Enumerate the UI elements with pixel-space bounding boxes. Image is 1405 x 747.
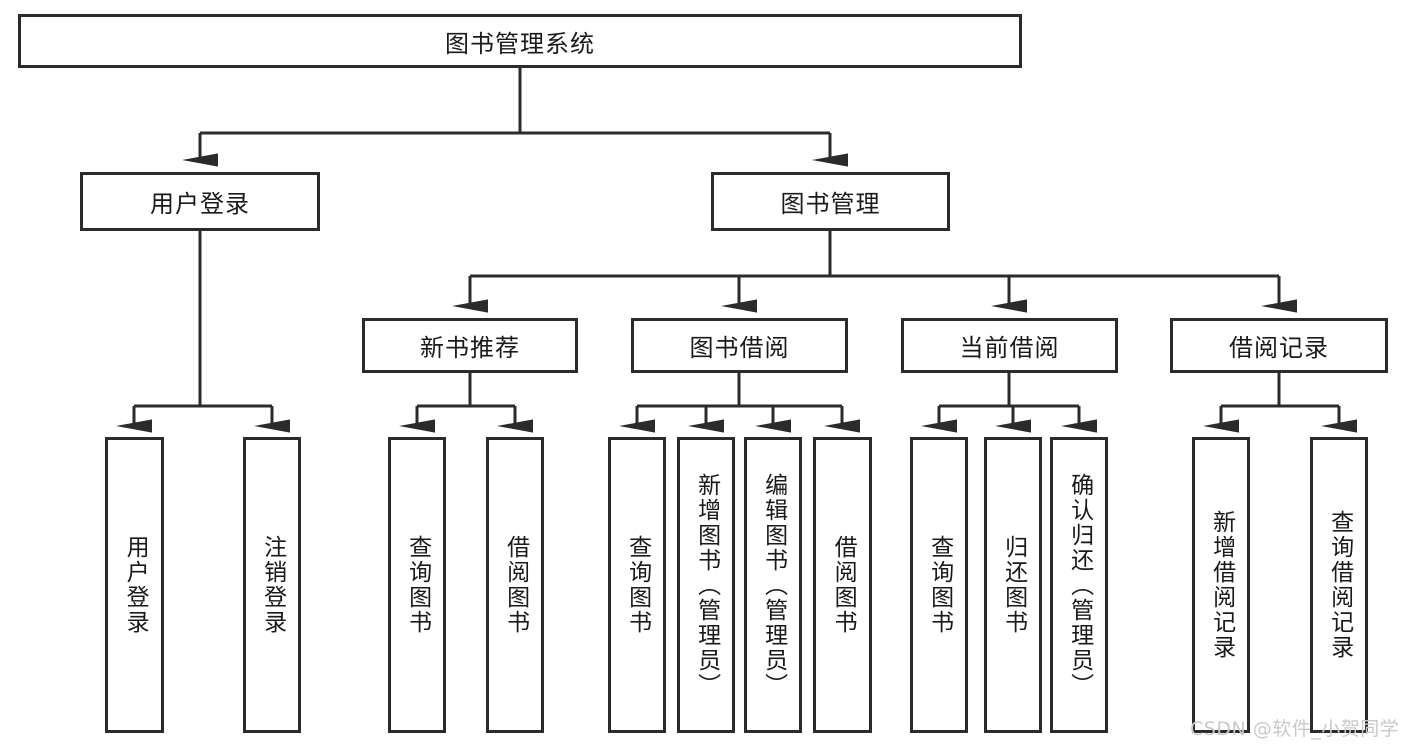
leaf-edit-book-admin[interactable]: 编辑图书（管理员） xyxy=(744,437,802,733)
leaf-query-book-recommendation-label: 查询图书 xyxy=(404,535,431,635)
leaf-confirm-return-admin[interactable]: 确认归还（管理员） xyxy=(1050,437,1108,733)
leaf-add-borrow-record-label: 新增借阅记录 xyxy=(1208,510,1235,660)
leaf-query-book-recommendation[interactable]: 查询图书 xyxy=(388,437,446,733)
node-book-borrow[interactable]: 图书借阅 xyxy=(631,318,848,373)
node-user-login-label: 用户登录 xyxy=(150,190,250,218)
node-book-management-label: 图书管理 xyxy=(780,190,881,218)
leaf-logout-label: 注销登录 xyxy=(259,535,286,635)
leaf-query-book-current-label: 查询图书 xyxy=(926,535,953,635)
leaf-query-borrow-record[interactable]: 查询借阅记录 xyxy=(1310,437,1368,733)
leaf-query-book-borrow[interactable]: 查询图书 xyxy=(608,437,666,733)
leaf-query-borrow-record-label: 查询借阅记录 xyxy=(1326,510,1353,660)
node-borrow-record[interactable]: 借阅记录 xyxy=(1170,318,1388,373)
leaf-return-book-label: 归还图书 xyxy=(1000,535,1027,635)
leaf-add-book-admin-label: 新增图书（管理员） xyxy=(693,472,720,698)
leaf-borrow-book-recommendation-label: 借阅图书 xyxy=(502,535,529,635)
node-root[interactable]: 图书管理系统 xyxy=(18,14,1022,68)
node-current-borrow-label: 当前借阅 xyxy=(959,334,1060,362)
leaf-edit-book-admin-label: 编辑图书（管理员） xyxy=(760,472,787,698)
node-new-book-recommendation[interactable]: 新书推荐 xyxy=(362,318,578,373)
node-new-book-recommendation-label: 新书推荐 xyxy=(420,334,520,362)
leaf-confirm-return-admin-label: 确认归还（管理员） xyxy=(1066,472,1093,698)
node-book-borrow-label: 图书借阅 xyxy=(689,334,790,362)
leaf-logout[interactable]: 注销登录 xyxy=(243,437,301,733)
node-user-login[interactable]: 用户登录 xyxy=(80,172,320,231)
leaf-borrow-book[interactable]: 借阅图书 xyxy=(813,437,872,733)
node-book-management[interactable]: 图书管理 xyxy=(711,172,950,231)
leaf-query-book-borrow-label: 查询图书 xyxy=(624,535,651,635)
leaf-borrow-book-label: 借阅图书 xyxy=(830,535,857,635)
leaf-query-book-current[interactable]: 查询图书 xyxy=(910,437,968,733)
leaf-user-login[interactable]: 用户登录 xyxy=(105,437,164,733)
leaf-user-login-label: 用户登录 xyxy=(122,535,149,635)
node-current-borrow[interactable]: 当前借阅 xyxy=(901,318,1118,373)
leaf-return-book[interactable]: 归还图书 xyxy=(984,437,1042,733)
leaf-add-borrow-record[interactable]: 新增借阅记录 xyxy=(1192,437,1250,733)
leaf-borrow-book-recommendation[interactable]: 借阅图书 xyxy=(486,437,544,733)
leaf-add-book-admin[interactable]: 新增图书（管理员） xyxy=(677,437,735,733)
node-root-label: 图书管理系统 xyxy=(445,29,595,58)
node-borrow-record-label: 借阅记录 xyxy=(1229,334,1329,362)
csdn-watermark: CSDN @软件_小贺同学 xyxy=(1190,718,1400,740)
